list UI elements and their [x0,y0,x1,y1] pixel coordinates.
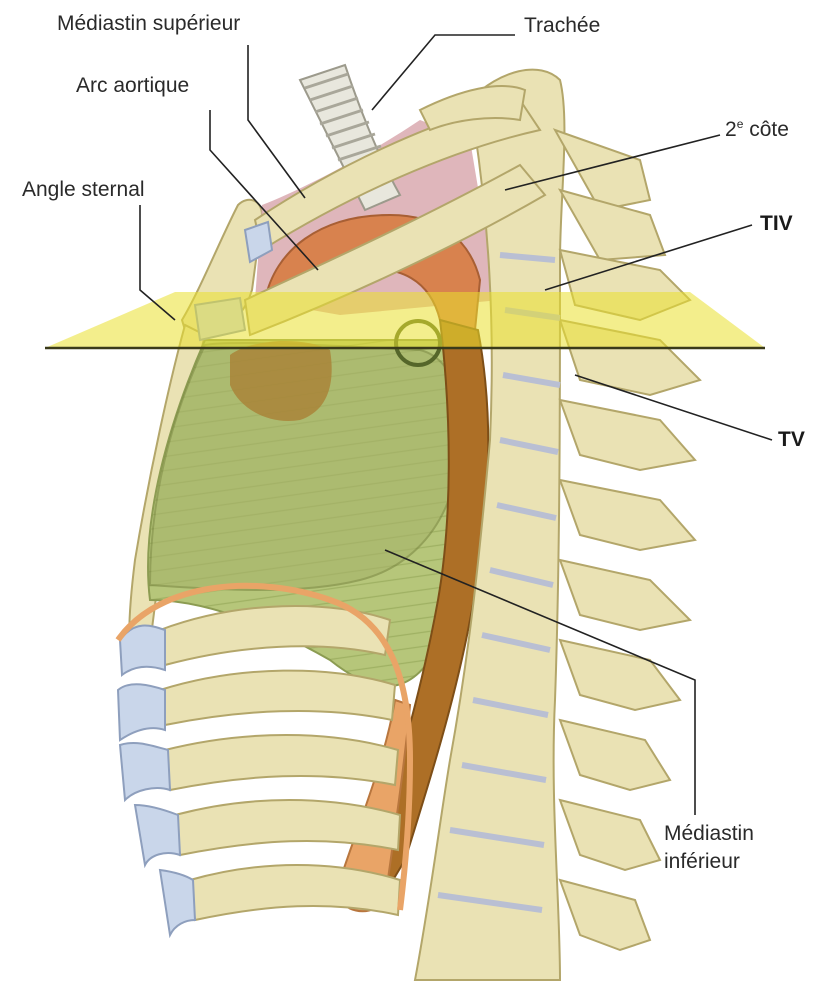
label-mediastin-superieur: Médiastin supérieur [57,12,240,36]
label-trachee: Trachée [524,14,600,38]
label-2e-cote: 2e côte [725,118,789,142]
cote-number: 2 [725,118,737,141]
label-tv: TV [778,428,805,452]
label-tiv: TIV [760,212,793,236]
label-mediastin-inferieur-line2: inférieur [664,850,740,874]
label-angle-sternal: Angle sternal [22,178,145,202]
label-mediastin-inferieur-line1: Médiastin [664,822,754,846]
label-arc-aortique: Arc aortique [76,74,189,98]
cote-word: côte [743,118,789,141]
leader-mediastin-sup [248,45,305,198]
